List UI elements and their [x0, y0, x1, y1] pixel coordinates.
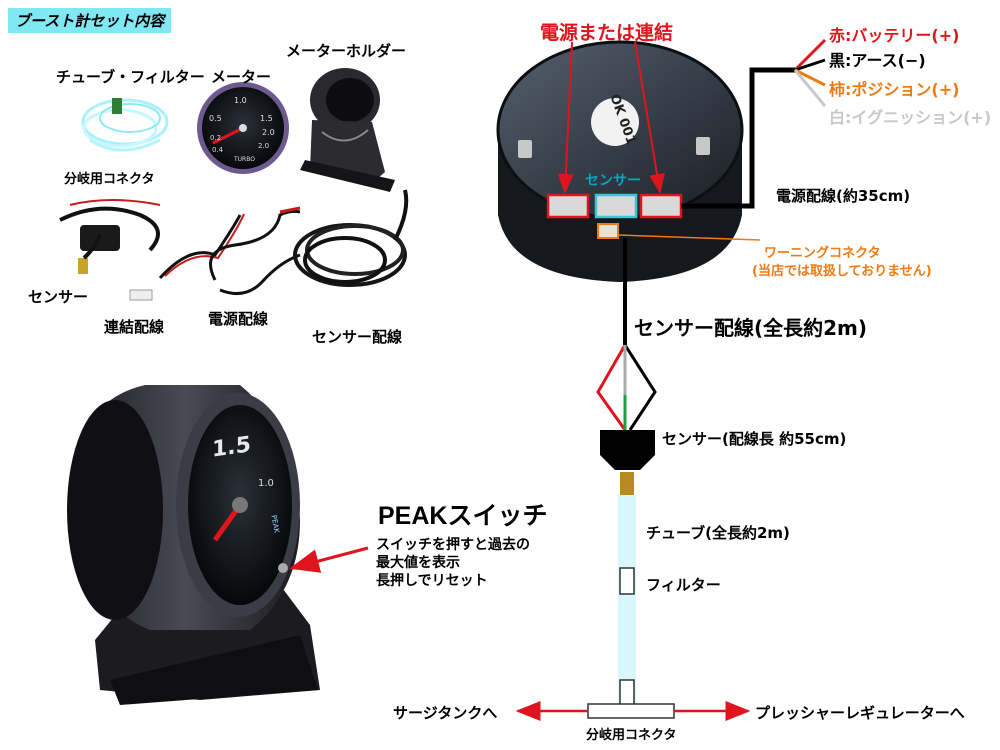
meter-back-image	[496, 40, 744, 282]
filter-label: フィルター	[646, 576, 721, 594]
sensor-wire-length-label: センサー配線(全長約2m)	[634, 316, 868, 340]
wire-red-text: :バッテリー(+)	[845, 26, 960, 45]
power-wire-image	[209, 206, 301, 296]
sensor-wire-image	[293, 189, 409, 287]
to-pressure-regulator-label: プレッシャーレギュレーターへ	[755, 704, 965, 722]
wire-black-prefix: 黒	[829, 51, 846, 70]
wire-orange-prefix: 柿	[829, 80, 846, 99]
tube-filter-label: チューブ・フィルター	[56, 68, 205, 86]
splitter-connector	[587, 703, 675, 719]
sensor-length-label: センサー(配線長 約55cm)	[662, 430, 847, 448]
meter-holder-image	[300, 68, 395, 192]
wire-black-label: 黒:アース(−)	[829, 47, 926, 71]
power-wire-kit-label: 電源配線	[208, 310, 269, 328]
wire-red-label: 赤:バッテリー(+)	[829, 22, 959, 46]
tube-length-label: チューブ(全長約2m)	[646, 524, 790, 542]
kit-contents-header: ブースト計セット内容	[8, 8, 172, 33]
big-dial-small-value: 1.0	[258, 478, 274, 489]
sensor-wire-kit-label: センサー配線	[312, 328, 403, 346]
power-wire-bundle	[681, 38, 827, 209]
sensor-body	[600, 430, 655, 470]
dial-left-value: 0.5	[209, 114, 222, 123]
sensor-kit-label: センサー	[28, 288, 89, 306]
wire-white-prefix: 白	[829, 108, 846, 127]
dial-right-value: 1.5	[260, 114, 273, 123]
meter-label: メーター	[211, 68, 272, 86]
dial-right2-value: 2.0	[262, 128, 275, 137]
dial-unit: TURBO	[234, 156, 255, 163]
meter-holder-label: メーターホルダー	[286, 42, 407, 60]
dial-low-left: 0.2	[210, 134, 222, 142]
tube	[618, 495, 636, 705]
wire-white-text: :イグニッション(+)	[845, 108, 992, 127]
wire-white-label: 白:イグニッション(+)	[829, 104, 991, 128]
filter	[619, 567, 635, 595]
splitter-kit-label: 分岐用コネクタ	[64, 172, 155, 187]
peak-desc-line1: スイッチを押すと過去の	[376, 537, 530, 553]
warning-connector-note: (当店では取扱しておりません)	[752, 264, 932, 279]
power-wire-length-label: 電源配線(約35cm)	[776, 187, 911, 205]
dial-low-right: 0.4	[212, 146, 224, 154]
dial-bottom: 2.0	[258, 142, 270, 150]
meter-image	[197, 82, 289, 174]
link-wire-label: 連結配線	[104, 318, 165, 336]
dial-top-value: 1.0	[234, 96, 247, 105]
peak-desc-line3: 長押しでリセット	[376, 573, 488, 589]
wire-orange-text: :ポジション(+)	[845, 80, 960, 99]
sensor-image	[59, 199, 161, 274]
peak-desc-line2: 最大値を表示	[376, 555, 460, 571]
power-or-link-label: 電源または連結	[540, 22, 674, 44]
to-surge-tank-label: サージタンクへ	[393, 704, 498, 722]
tube-coil-image	[81, 98, 169, 152]
wire-orange-label: 柿:ポジション(+)	[829, 76, 959, 100]
peak-switch-title: PEAKスイッチ	[378, 502, 548, 530]
wire-black-text: :アース(−)	[845, 51, 926, 70]
sensor-wires-split	[596, 344, 657, 431]
link-wire-image	[129, 213, 245, 301]
splitter-label: 分岐用コネクタ	[586, 728, 677, 743]
wire-red-prefix: 赤	[829, 26, 846, 45]
sensor-port-label: センサー	[585, 173, 641, 189]
warning-connector-label: ワーニングコネクタ	[764, 246, 881, 261]
meter-photo	[67, 385, 320, 705]
